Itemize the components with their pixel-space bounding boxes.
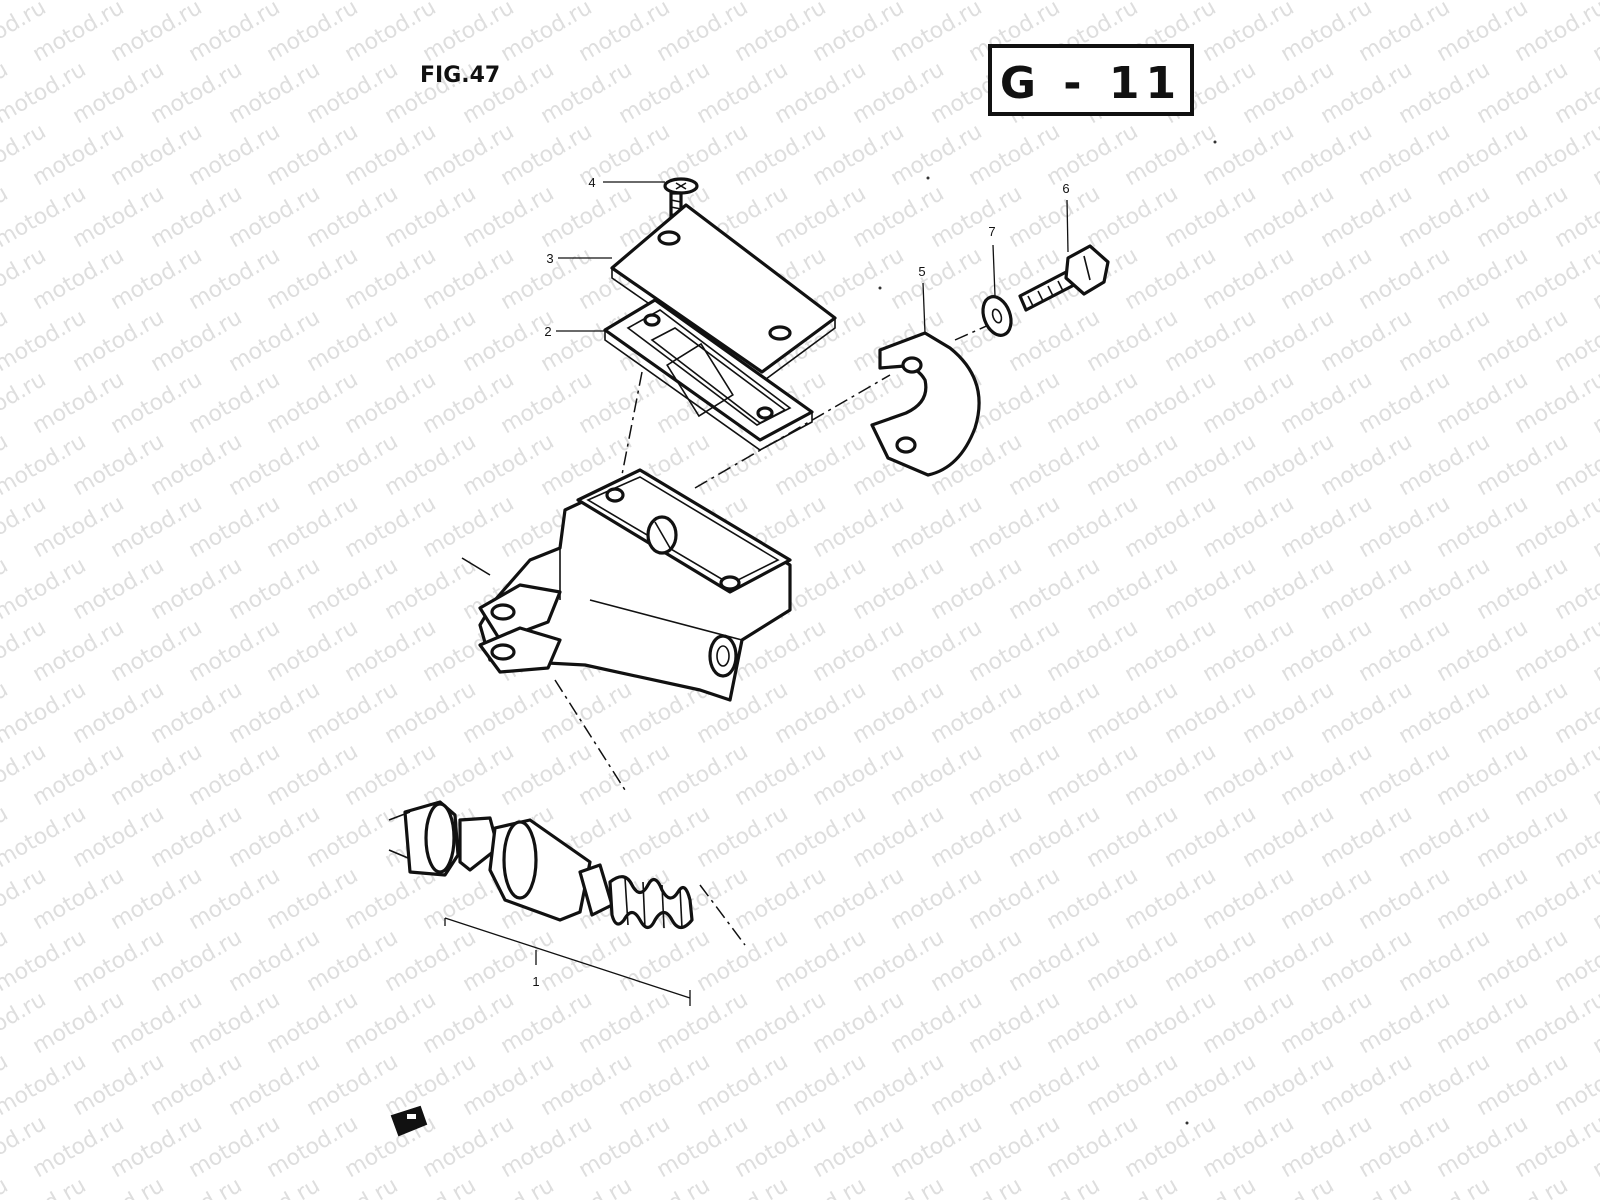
diaphragm-part	[603, 298, 814, 451]
assembly-bracket	[444, 917, 691, 1006]
callout-1: 1	[532, 974, 539, 989]
watermark-text: motod.ru	[0, 0, 90, 5]
callout-3: 3	[546, 251, 553, 266]
spring-part	[608, 875, 694, 930]
section-code-box: G - 11	[988, 44, 1194, 116]
scan-specks	[878, 140, 1217, 1125]
bolt-part	[1018, 244, 1110, 312]
pointer-tab-icon	[390, 1105, 428, 1137]
leader-lines	[556, 181, 1069, 334]
figure-label: FIG.47	[420, 63, 500, 88]
reservoir-cap-part	[610, 203, 837, 383]
assembly-lines	[554, 319, 1001, 946]
screw-part	[663, 177, 699, 225]
washer-part	[981, 295, 1013, 337]
callout-7: 7	[988, 224, 995, 239]
callout-5: 5	[918, 264, 925, 279]
callout-2: 2	[544, 324, 551, 339]
piston-assembly-part	[388, 800, 694, 930]
watermark-text: motod.ru	[0, 1173, 12, 1200]
section-code: G - 11	[1000, 58, 1182, 109]
callout-6: 6	[1062, 181, 1069, 196]
callout-4: 4	[588, 175, 595, 190]
master-cylinder-body	[461, 468, 792, 702]
clamp-part	[870, 331, 981, 477]
